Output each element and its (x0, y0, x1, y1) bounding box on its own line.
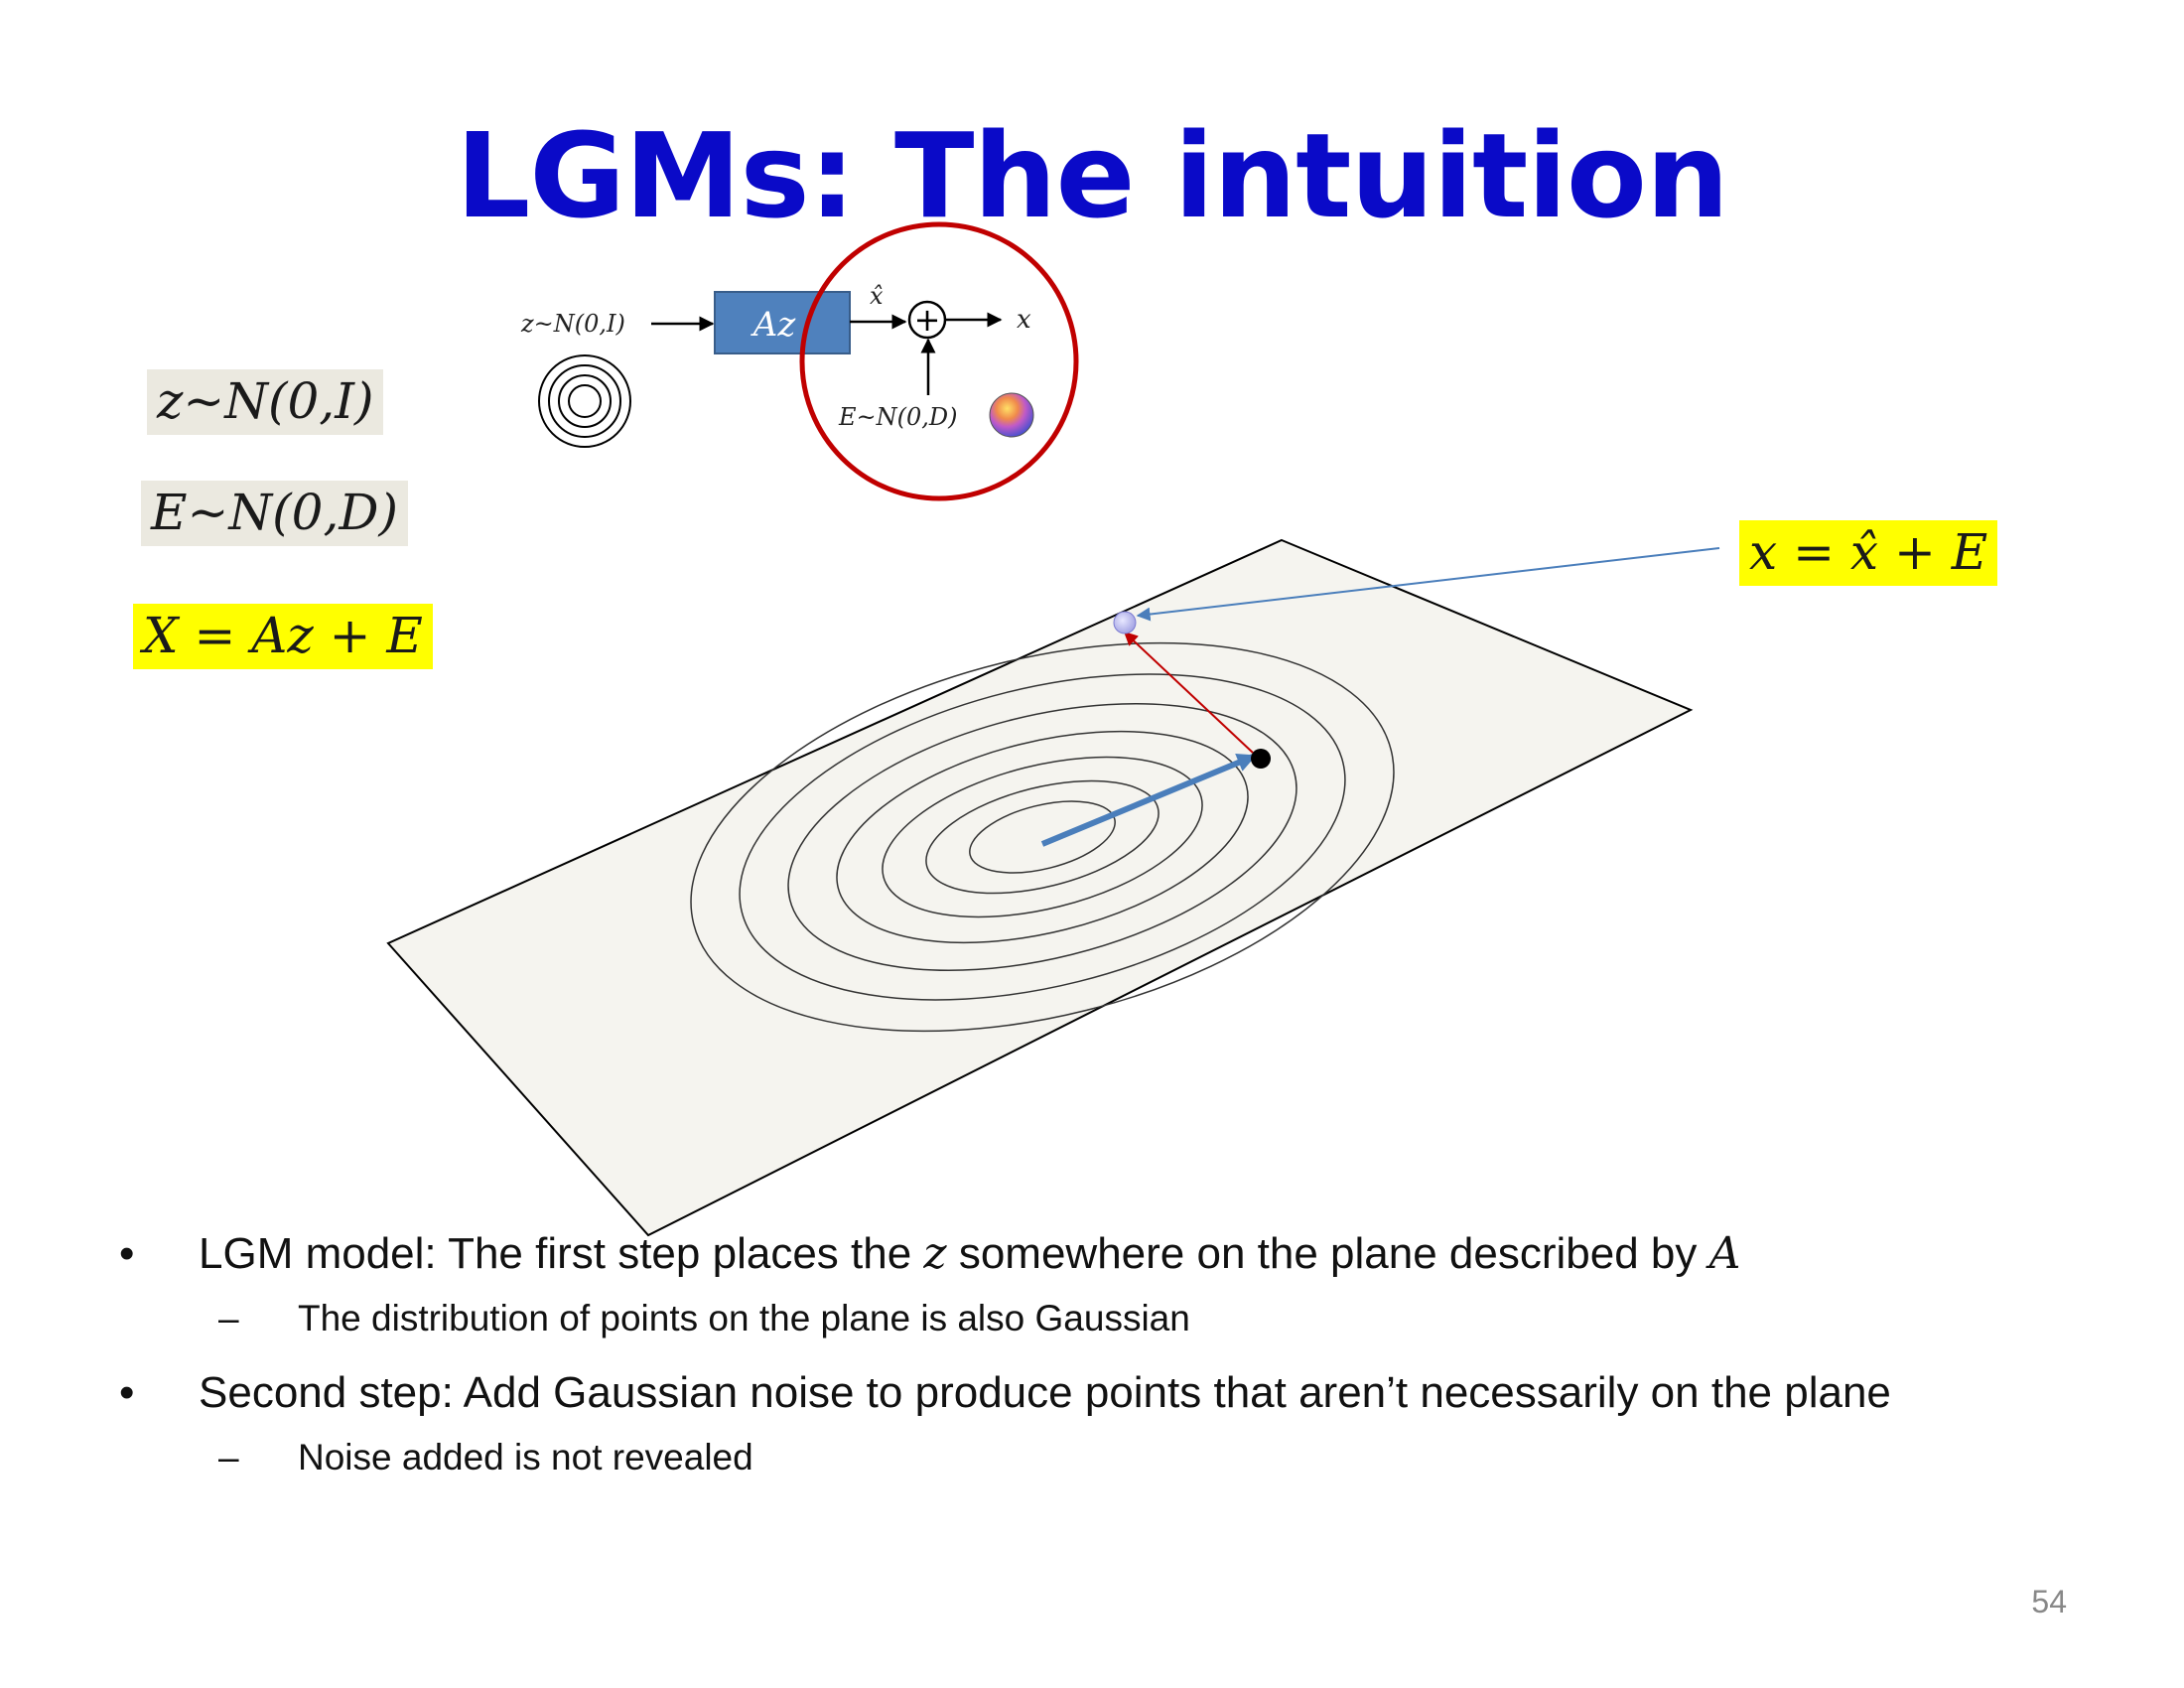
sub-bullet-1: – The distribution of points on the plan… (119, 1291, 2085, 1346)
page-title: LGMs: The intuition (456, 107, 1729, 244)
xhat-label: x̂ (870, 282, 884, 310)
az-box-label: Az (751, 305, 797, 345)
sub-bullet-1-text: The distribution of points on the plane … (298, 1298, 1190, 1338)
bullet-1-var-a: A (1708, 1228, 1741, 1279)
equation-x-sum: x = x̂ + E (1739, 520, 1998, 586)
latent-circles-icon (538, 354, 631, 448)
sub-bullet-2-text: Noise added is not revealed (298, 1436, 753, 1477)
sub-bullet-dash: – (218, 1298, 239, 1338)
equation-x-model: X = Az + E (133, 604, 433, 669)
callout-arrow (1136, 547, 1720, 622)
sub-bullet-2: – Noise added is not revealed (119, 1430, 2085, 1485)
noise-arrow (1123, 632, 1254, 754)
diagram-input-label: z~N(0,I) (520, 310, 625, 338)
bullet-1: • LGM model: The first step places the z… (119, 1221, 2085, 1287)
diagram-output-label: x (1017, 305, 1031, 335)
highlight-circle (799, 221, 1079, 501)
bullet-2: • Second step: Add Gaussian noise to pro… (119, 1360, 2085, 1426)
az-vector-arrow (1040, 754, 1257, 847)
bullet-dot: • (119, 1229, 135, 1278)
diagram-noise-label: E~N(0,D) (838, 403, 958, 431)
projected-point (1251, 749, 1271, 769)
block-diagram: z~N(0,I) Az x̂ + x E~N(0,D) (520, 221, 1079, 501)
bullet-dot: • (119, 1367, 135, 1417)
noise-sphere-icon (989, 392, 1034, 438)
equation-e-distribution: E~N(0,D) (141, 481, 408, 546)
bullet-1-text-before: LGM model: The first step places the (199, 1229, 924, 1278)
bullet-list: • LGM model: The first step places the z… (119, 1221, 2085, 1498)
az-box (714, 291, 851, 354)
bullet-1-var-z: z (923, 1228, 947, 1279)
bullet-1-text-middle: somewhere on the plane described by (946, 1229, 1709, 1278)
equation-z-distribution: z~N(0,I) (147, 369, 384, 435)
sub-bullet-dash: – (218, 1436, 239, 1477)
bullet-2-text: Second step: Add Gaussian noise to produ… (199, 1367, 1891, 1417)
gaussian-contours (690, 641, 1395, 1033)
gaussian-plane (386, 538, 1694, 1237)
page-number: 54 (2031, 1584, 2067, 1619)
sum-symbol: + (914, 301, 941, 339)
noisy-point (1113, 611, 1137, 634)
